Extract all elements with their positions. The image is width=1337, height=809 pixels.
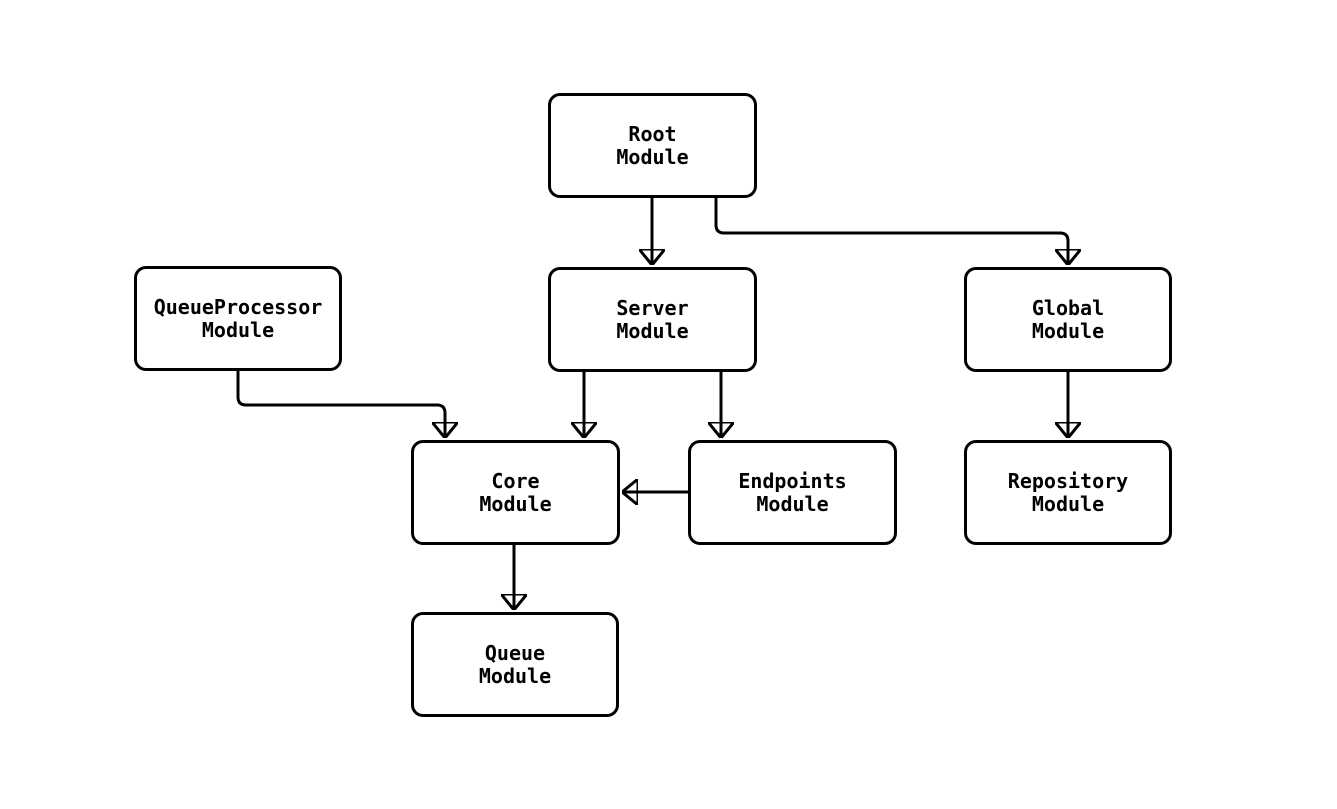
node-queueprocessor-module-label: QueueProcessor Module (153, 294, 323, 342)
node-global-module: Global Module (964, 267, 1172, 372)
node-endpoints-module: Endpoints Module (688, 440, 897, 545)
node-queue-module-label: Queue Module (478, 640, 552, 688)
node-queueprocessor-module: QueueProcessor Module (134, 266, 342, 371)
edge-root-to-global (714, 198, 1068, 265)
node-repository-module: Repository Module (964, 440, 1172, 545)
node-server-module: Server Module (548, 267, 757, 372)
node-queue-module: Queue Module (411, 612, 619, 717)
node-root-module: Root Module (548, 93, 757, 198)
node-global-module-label: Global Module (1031, 295, 1105, 343)
edge-queueprocessor-to-core (236, 371, 445, 438)
node-repository-module-label: Repository Module (1007, 468, 1129, 516)
node-root-module-label: Root Module (616, 121, 689, 169)
node-endpoints-module-label: Endpoints Module (738, 468, 847, 516)
node-server-module-label: Server Module (616, 295, 689, 343)
node-core-module-label: Core Module (479, 468, 552, 516)
node-core-module: Core Module (411, 440, 620, 545)
